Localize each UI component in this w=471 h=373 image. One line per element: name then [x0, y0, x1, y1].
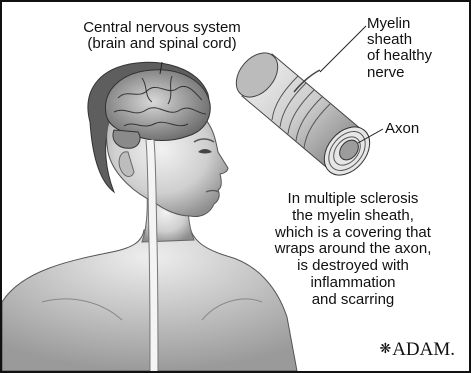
myelin-leader: [320, 26, 366, 72]
axon-label: Axon: [385, 121, 419, 137]
spinal-cord: [150, 140, 154, 371]
adam-logo-text: ADAM.: [392, 339, 455, 360]
ms-description: In multiple sclerosis the myelin sheath,…: [240, 191, 466, 309]
adam-logo-icon: ❋: [379, 342, 391, 357]
nerve-cylinder: [228, 45, 379, 184]
adam-logo: ❋ADAM.: [379, 339, 455, 361]
myelin-sheath-label: Myelin sheath of healthy nerve: [367, 16, 467, 81]
cns-label: Central nervous system (brain and spinal…: [42, 20, 282, 52]
